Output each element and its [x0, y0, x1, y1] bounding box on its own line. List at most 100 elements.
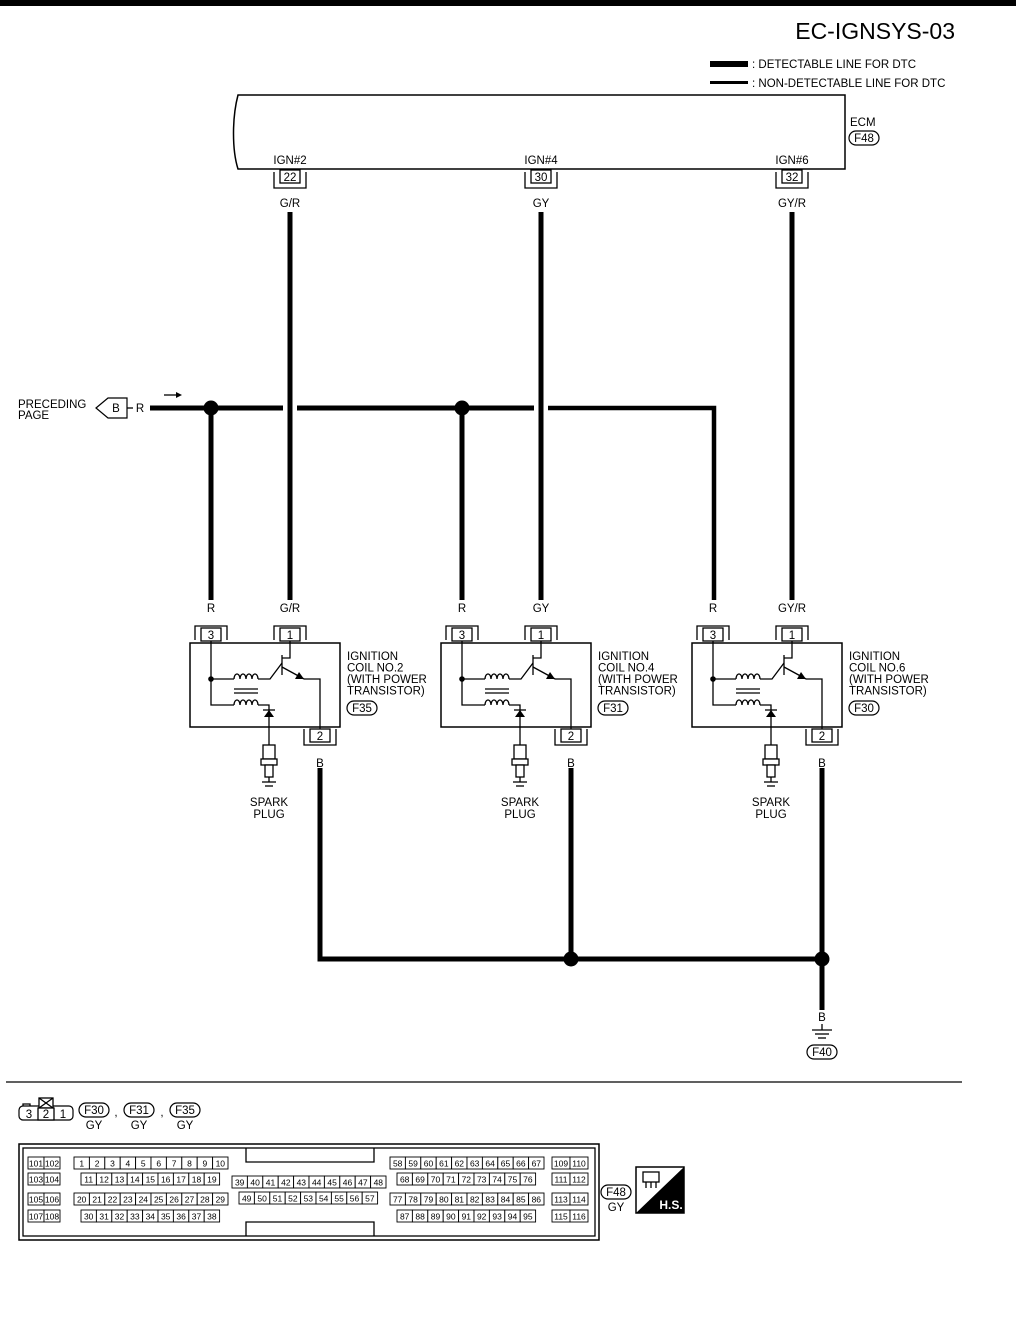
ecm-pin: 46 — [343, 1178, 353, 1188]
terminal-pin: 30 — [535, 172, 548, 184]
legend-nondetectable-swatch — [710, 81, 748, 84]
ecm-pin-cell — [519, 1209, 537, 1223]
spark-plug-hex — [511, 758, 529, 766]
secondary-winding-icon — [484, 699, 510, 706]
coil-label: IGNITION — [849, 651, 900, 663]
ecm-pin: 34 — [146, 1212, 156, 1222]
ecm-pin: 76 — [523, 1175, 533, 1185]
wire-color-label: GY — [533, 603, 550, 615]
wire-color-label: B — [567, 758, 575, 770]
ecm-pin: 78 — [408, 1195, 418, 1205]
ecm-pin: 75 — [508, 1175, 518, 1185]
collector-lead — [258, 662, 283, 680]
ecm-pin: 65 — [501, 1159, 511, 1169]
transistor-arrow-icon — [546, 672, 555, 679]
ecm-pin: 57 — [365, 1194, 375, 1204]
ecm-pin: 83 — [485, 1195, 495, 1205]
ecm-pin: 19 — [207, 1175, 217, 1185]
ecm-pin: 91 — [462, 1212, 472, 1222]
wire-color-label: GY — [533, 198, 550, 210]
ecm-pin: 56 — [350, 1194, 360, 1204]
ecm-pin: 64 — [485, 1159, 495, 1169]
ecm-label: ECM — [850, 117, 876, 129]
ecm-pin: 20 — [77, 1195, 87, 1205]
ecm-pin: 55 — [334, 1194, 344, 1204]
ecm-key-top — [245, 1148, 375, 1163]
ecm-pin: 8 — [187, 1159, 192, 1169]
coil-pin: 2 — [568, 731, 574, 743]
ecm-pin: 40 — [250, 1178, 260, 1188]
preceding-wire-color: R — [136, 403, 144, 415]
ecm-pin: 85 — [516, 1195, 526, 1205]
terminal-bracket — [273, 172, 307, 189]
ground-bus — [317, 768, 822, 962]
primary-lead — [712, 641, 736, 706]
ground-connector-badge — [806, 1044, 838, 1060]
ecm-pin: 18 — [192, 1175, 202, 1185]
preceding-line1: PRECEDING — [18, 399, 86, 411]
ecm-pin: 94 — [508, 1212, 518, 1222]
ecm-pin-cell — [361, 1191, 379, 1205]
ecm-pin: 47 — [358, 1178, 368, 1188]
ecm-pin: 93 — [492, 1212, 502, 1222]
coil-label: TRANSISTOR) — [849, 686, 927, 698]
ecm-pin: 59 — [408, 1159, 418, 1169]
ecm-pin: 73 — [477, 1175, 487, 1185]
connector-pin: 3 — [26, 1109, 32, 1121]
ecm-pin: 95 — [523, 1212, 533, 1222]
spark-plug-icon — [764, 744, 778, 760]
ecm-pin: 25 — [154, 1195, 164, 1205]
connector-pin-box — [37, 1107, 55, 1121]
ecm-key-bottom — [245, 1221, 375, 1236]
coil-body — [189, 642, 341, 728]
connector-id: F31 — [129, 1105, 149, 1117]
ecm-pin: 74 — [492, 1175, 502, 1185]
spark-plug-thread — [515, 764, 525, 778]
coil-pin: 1 — [789, 630, 795, 642]
connector-lock-x2 — [38, 1097, 54, 1109]
pin-bracket — [696, 625, 730, 640]
ecm-view-connector-color: GY — [608, 1202, 625, 1214]
coil-pin: 3 — [208, 630, 214, 642]
ecm-pin: 49 — [242, 1194, 252, 1204]
coil-label: IGNITION — [347, 651, 398, 663]
ecm-pin: 105 — [29, 1195, 43, 1205]
ecm-pin: 62 — [455, 1159, 465, 1169]
ecm-pin: 33 — [130, 1212, 140, 1222]
coil-pin: 2 — [317, 731, 323, 743]
ecm-pin: 13 — [115, 1175, 125, 1185]
secondary-winding-icon — [233, 699, 259, 706]
ecm-pin: 88 — [415, 1212, 425, 1222]
wire-color-label: B — [316, 758, 324, 770]
ground-connector-id: F40 — [812, 1047, 832, 1059]
ecm-pin-cell — [43, 1172, 61, 1186]
ecm-pin: 58 — [393, 1159, 403, 1169]
coil-body — [440, 642, 592, 728]
ecm-pin: 116 — [572, 1212, 586, 1222]
coil-pin: 1 — [287, 630, 293, 642]
ecm-pin: 60 — [424, 1159, 434, 1169]
ecm-terminal-ign4: IGN#4 30 GY — [524, 155, 558, 210]
wire-color-label: GY/R — [778, 198, 806, 210]
ecm-pin: 44 — [312, 1178, 322, 1188]
r-bus-seg3 — [548, 405, 717, 600]
ecm-pin: 54 — [319, 1194, 329, 1204]
secondary-winding-icon — [735, 699, 761, 706]
legend: : DETECTABLE LINE FOR DTC : NON-DETECTAB… — [710, 59, 945, 90]
ecm-pin: 107 — [29, 1212, 43, 1222]
splice-point — [563, 951, 579, 967]
ecm-pin: 51 — [273, 1194, 283, 1204]
connector-pin: 2 — [43, 1109, 49, 1121]
coil-label: COIL NO.2 — [347, 663, 403, 675]
ecm-pin: 35 — [161, 1212, 171, 1222]
spark-plug-icon — [513, 744, 527, 760]
ecm-pin: 52 — [288, 1194, 298, 1204]
hs-label: H.S. — [659, 1198, 682, 1212]
ecm-pin: 68 — [400, 1175, 410, 1185]
ecm-pin: 113 — [554, 1195, 568, 1205]
ecm-pin: 101 — [29, 1159, 43, 1169]
collector-lead — [760, 662, 785, 680]
terminal-pin: 32 — [786, 172, 799, 184]
